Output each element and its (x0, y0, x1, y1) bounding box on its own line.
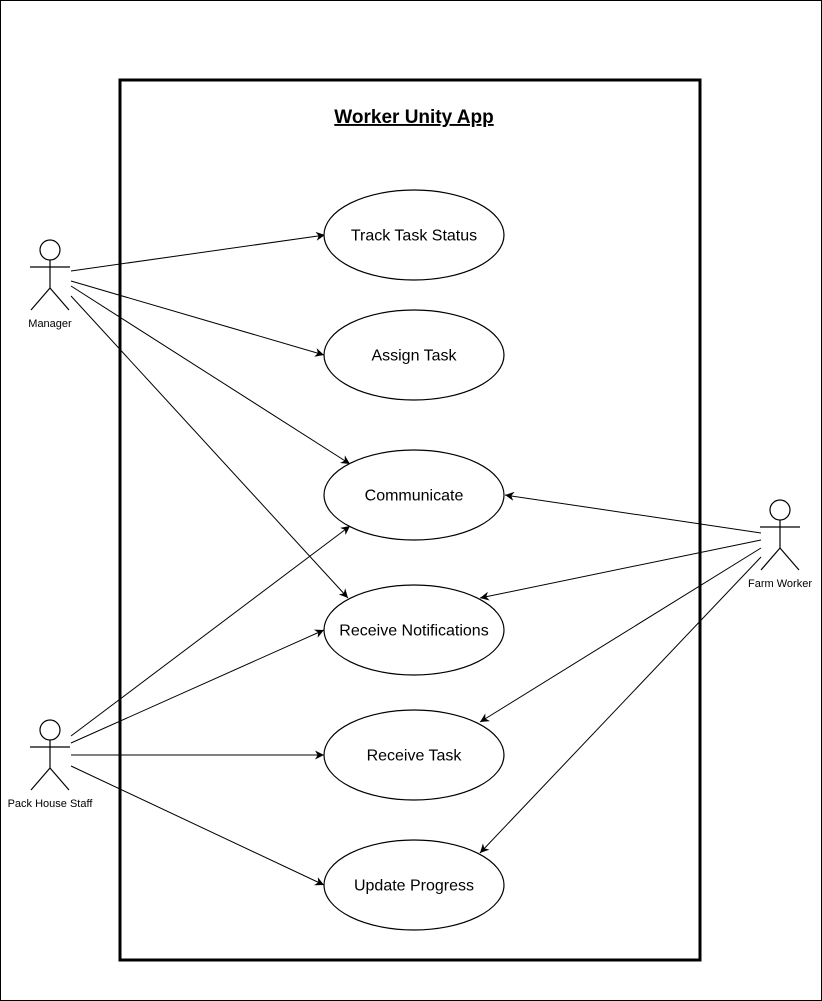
use-case-ellipse (323, 309, 505, 401)
association-farm-worker-to-receive-task (479, 547, 762, 723)
association-pack-house-staff-to-update-progress (70, 765, 325, 886)
association-farm-worker-to-receive-notifications (479, 539, 762, 601)
system-boundary (118, 78, 702, 962)
actor-label: Manager (28, 318, 72, 330)
use-case-assign-task: Assign Task (323, 309, 505, 401)
use-case-label: Track Task Status (351, 228, 477, 245)
actor-head (769, 499, 791, 521)
use-case-ellipse (323, 709, 505, 801)
association-pack-house-staff-to-communicate (70, 525, 351, 737)
use-case-label: Receive Task (367, 748, 463, 765)
use-case-receive-notifications: Receive Notifications (323, 584, 505, 676)
actor-right-leg (779, 547, 800, 571)
use-case-communicate: Communicate (323, 449, 505, 541)
associations-layer (70, 231, 762, 886)
use-case-ellipse (323, 839, 505, 931)
association-manager-to-receive-notifications (70, 295, 349, 599)
use-case-ellipse (323, 189, 505, 281)
association-manager-to-track-task-status (70, 231, 326, 272)
use-case-track-task-status: Track Task Status (323, 189, 505, 281)
system-title: Worker Unity App (334, 107, 493, 128)
actor-head (39, 239, 61, 261)
actor-left-leg (30, 287, 51, 311)
use-case-label: Communicate (365, 488, 464, 505)
use-case-label: Assign Task (371, 348, 457, 365)
association-pack-house-staff-to-receive-notifications (70, 629, 325, 744)
actor-label: Farm Worker (748, 578, 812, 590)
use-case-label: Receive Notifications (339, 623, 488, 640)
actor-left-leg (30, 767, 51, 791)
actor-farm-worker: Farm Worker (748, 499, 812, 590)
actor-label: Pack House Staff (8, 798, 94, 810)
use-case-ellipse (323, 584, 505, 676)
association-manager-to-communicate (70, 285, 351, 465)
use-case-receive-task: Receive Task (323, 709, 505, 801)
use-case-label: Update Progress (354, 878, 474, 895)
actor-pack-house-staff: Pack House Staff (8, 719, 94, 810)
actor-manager: Manager (28, 239, 72, 330)
association-farm-worker-to-update-progress (479, 556, 762, 854)
association-manager-to-assign-task (70, 280, 325, 357)
use-case-update-progress: Update Progress (323, 839, 505, 931)
actor-left-leg (760, 547, 781, 571)
actor-head (39, 719, 61, 741)
actor-right-leg (49, 287, 70, 311)
actor-right-leg (49, 767, 70, 791)
use-case-ellipse (323, 449, 505, 541)
association-farm-worker-to-communicate (504, 491, 762, 534)
